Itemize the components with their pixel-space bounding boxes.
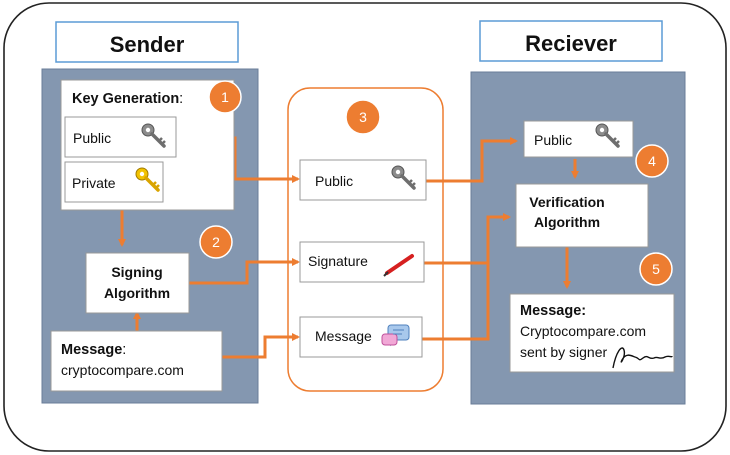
sender-message-label: Message <box>61 342 122 358</box>
step-badge-3: 3 <box>345 99 381 135</box>
sender-public-label: Public <box>73 130 111 146</box>
step-badge-3-text: 3 <box>359 109 367 125</box>
step-badge-5: 5 <box>639 252 673 286</box>
sender-private-box <box>64 161 164 203</box>
signature-scribble-icon <box>612 347 673 369</box>
connectors <box>118 136 579 359</box>
key-generation-title: Key Generation: <box>72 91 183 107</box>
receiver-message-line2: sent by signer <box>520 344 607 360</box>
verification-algorithm-box <box>515 183 649 248</box>
pen-icon <box>383 254 414 277</box>
verification-algorithm-line1: Verification <box>529 194 604 210</box>
receiver-public-label: Public <box>534 132 572 148</box>
sender-title-box <box>55 21 239 63</box>
sender-title: Sender <box>110 32 185 57</box>
receiver-message-line1: Cryptocompare.com <box>520 323 646 339</box>
channel-signature-label: Signature <box>308 253 368 269</box>
chat-bubbles-icon <box>381 324 410 347</box>
receiver-message-label: Message: <box>520 303 586 319</box>
receiver-title-box <box>479 20 663 62</box>
key-generation-label: Key Generation <box>72 91 179 107</box>
arrow-message-to-channel <box>222 333 300 359</box>
sender-message-colon: : <box>122 342 126 358</box>
receiver-title: Reciever <box>525 31 617 56</box>
sender-message-title: Message: <box>61 342 126 358</box>
sender-message-box <box>50 330 223 392</box>
step-badge-1: 1 <box>208 80 242 114</box>
step-badge-1-text: 1 <box>221 89 229 105</box>
channel-public-label: Public <box>315 173 353 189</box>
arrow-message-to-verification <box>422 263 490 341</box>
step-badge-2-text: 2 <box>212 234 220 250</box>
sender-message-value: cryptocompare.com <box>61 362 184 378</box>
step-badge-4: 4 <box>635 144 669 178</box>
arrow-signature-to-verification <box>424 213 511 265</box>
step-badge-4-text: 4 <box>648 153 656 169</box>
arrow-signing-to-signature <box>189 258 300 285</box>
signing-algorithm-line2: Algorithm <box>104 285 170 301</box>
step-badge-2: 2 <box>199 225 233 259</box>
receiver-message-box <box>509 293 675 373</box>
verification-algorithm-line2: Algorithm <box>534 214 600 230</box>
step-badge-5-text: 5 <box>652 261 660 277</box>
sender-private-label: Private <box>72 175 116 191</box>
arrow-channel-to-receiver-public <box>426 137 518 183</box>
key-generation-colon: : <box>179 91 183 107</box>
channel-public-box <box>299 159 427 201</box>
signing-algorithm-line1: Signing <box>111 264 162 280</box>
sender-public-box <box>64 116 177 158</box>
signing-algorithm-box <box>85 252 190 314</box>
channel-message-label: Message <box>315 328 372 344</box>
